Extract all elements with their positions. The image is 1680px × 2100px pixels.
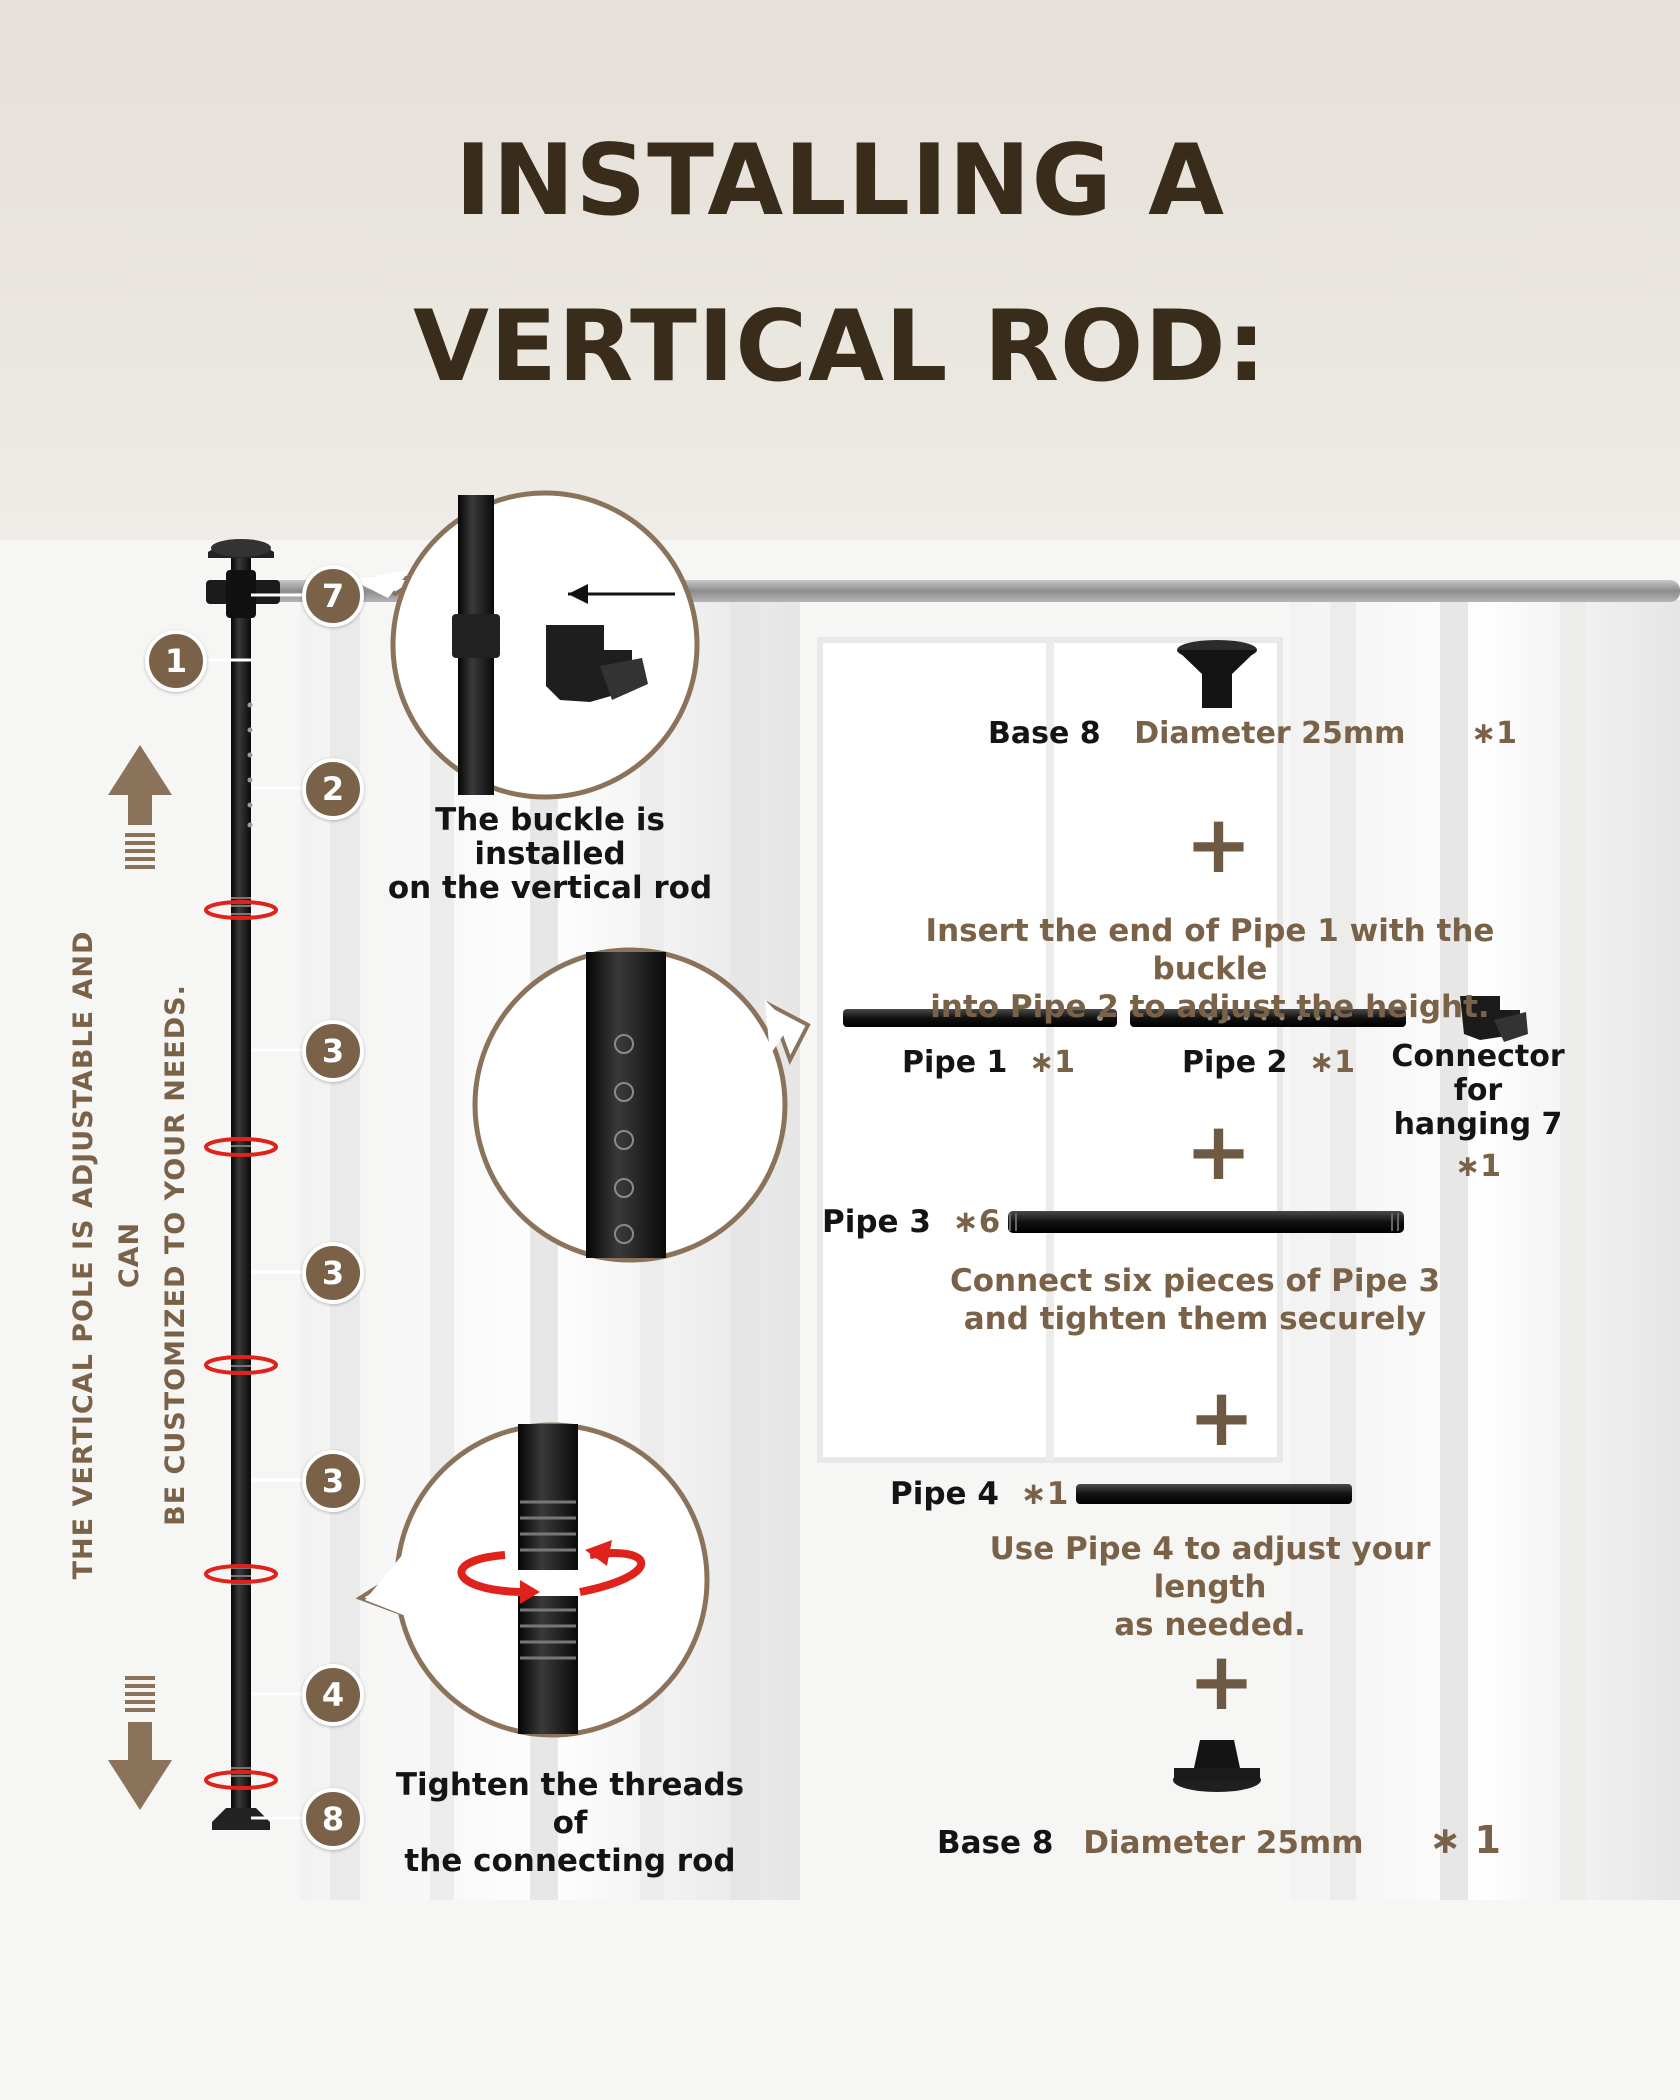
callout-threads-line-2: the connecting rod [404, 1843, 736, 1879]
badge-7: 7 [302, 565, 364, 627]
plus-icon-2: + [1185, 1105, 1253, 1198]
pipe2-qty: ∗1 [1308, 1045, 1355, 1080]
badge-1: 1 [145, 630, 207, 692]
connector-qty: ∗1 [1454, 1149, 1501, 1184]
callout-buckle-line-2: on the vertical rod [387, 870, 713, 906]
curtain-right [1290, 600, 1680, 1900]
down-arrow-icon [108, 1676, 172, 1810]
base-bottom-row: Base 8 Diameter 25mm ∗ 1 [937, 1818, 1501, 1865]
step-3-line-1: Use Pipe 4 to adjust your length [989, 1531, 1431, 1605]
plus-icon-3: + [1188, 1371, 1256, 1464]
badge-2: 2 [302, 758, 364, 820]
badge-4: 4 [302, 1664, 364, 1726]
callout-buckle-line-1: The buckle is installed [435, 802, 665, 872]
badge-3a: 3 [302, 1020, 364, 1082]
pipe1-qty: ∗1 [1028, 1045, 1075, 1080]
step-3-line-2: as needed. [1114, 1607, 1306, 1643]
vertical-rod [204, 539, 280, 1830]
base-bottom-spec: Diameter 25mm [1083, 1825, 1364, 1861]
pipe4-qty: ∗1 [1020, 1476, 1069, 1512]
up-arrow-icon [108, 745, 172, 869]
pipe2-image [1130, 1009, 1406, 1027]
pipe2-name: Pipe 2 [1182, 1045, 1288, 1080]
base-bottom-name: Base 8 [937, 1825, 1054, 1861]
pipe3-qty: ∗6 [952, 1204, 1001, 1240]
connector-line-1: Connector for [1391, 1039, 1565, 1108]
badge-3c: 3 [302, 1450, 364, 1512]
side-caption-line-2: BE CUSTOMIZED TO YOUR NEEDS. [160, 984, 191, 1526]
base-top-row: Base 8 Diameter 25mm ∗1 [988, 714, 1517, 754]
base-bottom-image [1173, 1740, 1261, 1792]
pipe4-name: Pipe 4 [890, 1476, 999, 1512]
pipe4-image [1076, 1484, 1352, 1504]
base-top-name: Base 8 [988, 716, 1101, 751]
step-2-line-1: Connect six pieces of Pipe 3 [949, 1263, 1441, 1299]
badge-3b: 3 [302, 1242, 364, 1304]
connector-line-2: hanging 7 [1393, 1107, 1563, 1142]
step-3-text: Use Pipe 4 to adjust your length as need… [930, 1530, 1490, 1644]
pipe1-name: Pipe 1 [902, 1045, 1008, 1080]
connector-image [1460, 996, 1528, 1042]
plus-icon-1: + [1185, 798, 1253, 891]
step-2-line-2: and tighten them securely [963, 1301, 1427, 1337]
base-bottom-qty: ∗ 1 [1429, 1818, 1501, 1862]
page-title-line-1: INSTALLING A [455, 124, 1225, 238]
step-2-text: Connect six pieces of Pipe 3 and tighten… [935, 1262, 1455, 1338]
callout-buckle-caption: The buckle is installed on the vertical … [370, 803, 730, 905]
base-top-qty: ∗1 [1470, 716, 1517, 751]
callout-threads [355, 1422, 710, 1738]
callout-buckle [352, 490, 700, 800]
base-top-image [1177, 640, 1257, 708]
side-caption-line-1: THE VERTICAL POLE IS ADJUSTABLE AND CAN [68, 930, 145, 1580]
badge-8: 8 [302, 1788, 364, 1850]
pipe1-label: Pipe 1 ∗1 [902, 1044, 1075, 1082]
pipe4-label: Pipe 4 ∗1 [890, 1474, 1068, 1514]
base-top-spec: Diameter 25mm [1134, 716, 1406, 751]
pipe3-image [1008, 1211, 1404, 1233]
callout-threads-line-1: Tighten the threads of [395, 1767, 745, 1841]
pipe2-label: Pipe 2 ∗1 [1182, 1044, 1355, 1082]
pipe3-name: Pipe 3 [822, 1204, 931, 1240]
rotate-arrows-icon [457, 1549, 646, 1596]
page-title-line-2: VERTICAL ROD: [413, 290, 1267, 404]
callout-threads-caption: Tighten the threads of the connecting ro… [380, 1766, 760, 1880]
step-1-line-2: into Pipe 2 to adjust the height. [930, 989, 1490, 1025]
plus-icon-4: + [1188, 1635, 1256, 1728]
pipe1-image [843, 1009, 1117, 1027]
step-1-text: Insert the end of Pipe 1 with the buckle… [880, 912, 1540, 1026]
connector-label: Connector for hanging 7 ∗1 [1370, 1040, 1586, 1184]
callout-pipe2 [472, 947, 811, 1263]
step-1-line-1: Insert the end of Pipe 1 with the buckle [925, 913, 1495, 987]
pipe3-label: Pipe 3 ∗6 [822, 1202, 1000, 1242]
